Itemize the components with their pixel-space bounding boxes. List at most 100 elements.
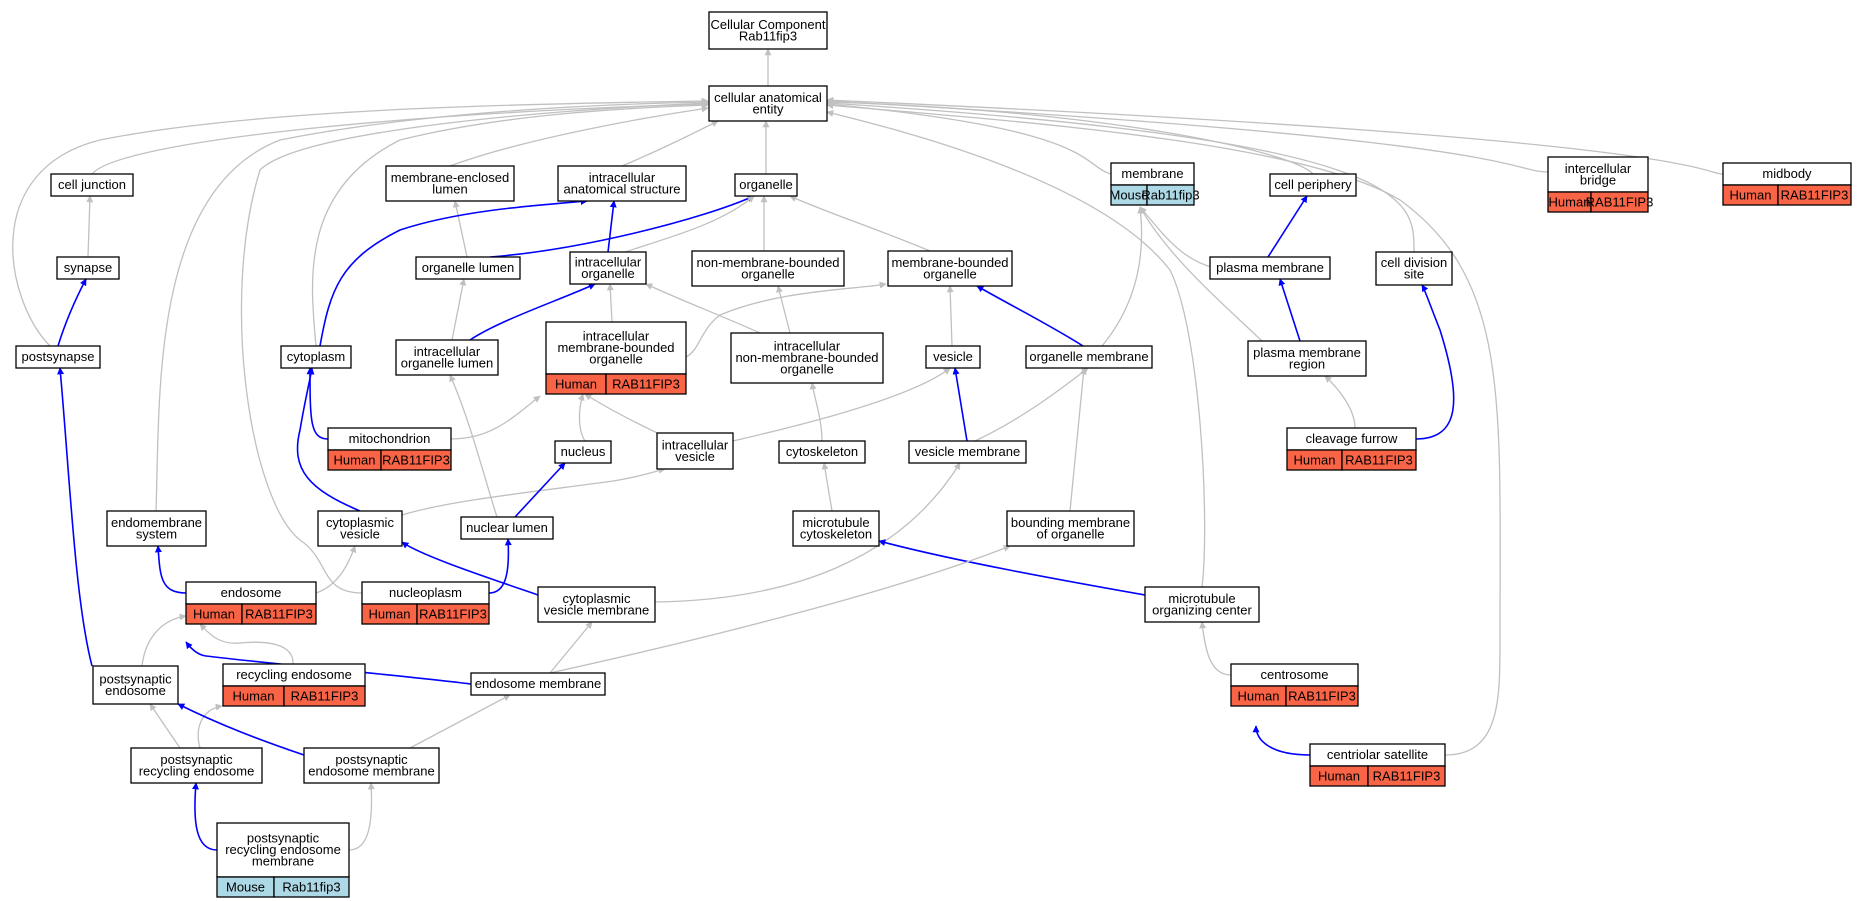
node-cytoskeleton[interactable]: cytoskeleton	[778, 440, 866, 464]
node-label-line: vesicle	[340, 526, 380, 541]
node-label-line: non-membrane-bounded	[735, 350, 878, 365]
edge-cytoplasmic_vesicle-to-cytoplasm	[296, 367, 361, 512]
node-label-line: organelle	[739, 177, 793, 192]
tag-species: Human	[1730, 188, 1772, 203]
node-box	[734, 173, 798, 197]
node-label-line: recycling endosome	[139, 763, 255, 778]
node-box	[708, 11, 828, 50]
edge-pre-to-recycling_endosome	[197, 703, 223, 749]
node-box	[708, 85, 828, 122]
node-imbo[interactable]: intracellularmembrane-boundedorganelleHu…	[545, 321, 687, 395]
edge-mitochondrion-to-imbo	[450, 395, 541, 440]
node-box	[691, 250, 845, 287]
node-box	[415, 256, 521, 280]
node-synapse[interactable]: synapse	[56, 256, 120, 280]
node-cytoplasm[interactable]: cytoplasm	[280, 345, 352, 369]
edge-imbo-to-intracellular_organelle	[606, 283, 614, 323]
node-label-line: microtubule	[802, 515, 869, 530]
node-label-line: membrane	[252, 854, 314, 869]
node-label-line: cytoplasm	[287, 349, 346, 364]
node-inmbo[interactable]: intracellularnon-membrane-boundedorganel…	[730, 332, 884, 384]
node-box	[778, 440, 866, 464]
node-label-line: anatomical structure	[563, 181, 680, 196]
tag-species: Human	[555, 377, 597, 392]
node-box	[470, 672, 606, 696]
edge-vesicle_membrane-to-vesicle	[952, 367, 968, 442]
node-label-line: endosome	[105, 683, 166, 698]
node-nuclear_lumen[interactable]: nuclear lumen	[460, 516, 554, 540]
node-cell_junction[interactable]: cell junction	[50, 173, 134, 197]
node-label-line: microtubule	[1168, 591, 1235, 606]
tag-gene: RAB11FIP3	[419, 607, 487, 622]
edge-endosome_membrane-to-bmo	[549, 545, 1011, 674]
node-plasma_membrane[interactable]: plasma membrane	[1209, 256, 1331, 280]
node-endosome_membrane[interactable]: endosome membrane	[470, 672, 606, 696]
node-label-line: vesicle	[675, 449, 715, 464]
edge-organelle_lumen-to-mel	[452, 200, 468, 258]
node-postsynapse[interactable]: postsynapse	[15, 345, 101, 369]
node-label-line: bridge	[1580, 172, 1616, 187]
node-box	[1375, 251, 1453, 286]
node-label-line: organelle lumen	[422, 260, 515, 275]
edge-postsynaptic_endosome-to-endosome	[141, 613, 187, 667]
edge-postsynapse-to-cae	[12, 97, 709, 347]
node-box	[569, 251, 647, 285]
node-label-line: vesicle membrane	[544, 602, 650, 617]
node-label-line: recycling endosome	[225, 842, 341, 857]
edge-endosome-to-cytoplasmic_vesicle	[315, 545, 357, 594]
node-box	[1247, 340, 1367, 377]
node-box	[1025, 345, 1153, 369]
node-label-line: organizing center	[1152, 602, 1252, 617]
node-box	[317, 510, 403, 547]
node-organelle[interactable]: organelle	[734, 173, 798, 197]
edge-cytoskeleton-to-inmbo	[809, 382, 823, 442]
edge-cytoplasm-to-ias	[319, 198, 588, 347]
tag-species: Human	[1318, 769, 1360, 784]
tag-gene: RAB11FIP3	[245, 607, 313, 622]
edge-pmr-to-plasma_membrane	[1278, 278, 1301, 342]
tag-species: Human	[1238, 689, 1280, 704]
node-organelle_lumen[interactable]: organelle lumen	[415, 256, 521, 280]
node-nucleus[interactable]: nucleus	[554, 440, 612, 464]
edge-inmbo-to-nmbo	[776, 285, 791, 334]
edge-microtubule_cytoskeleton-to-cytoskeleton	[821, 462, 833, 512]
node-cell_periphery[interactable]: cell periphery	[1269, 173, 1357, 197]
tag-gene: RAB11FIP3	[291, 689, 359, 704]
node-vesicle_membrane[interactable]: vesicle membrane	[908, 440, 1027, 464]
node-label-line: cytoskeleton	[786, 444, 858, 459]
node-organelle_membrane[interactable]: organelle membrane	[1025, 345, 1153, 369]
node-vesicle[interactable]: vesicle	[925, 345, 981, 369]
node-label-line: postsynaptic	[99, 671, 172, 686]
